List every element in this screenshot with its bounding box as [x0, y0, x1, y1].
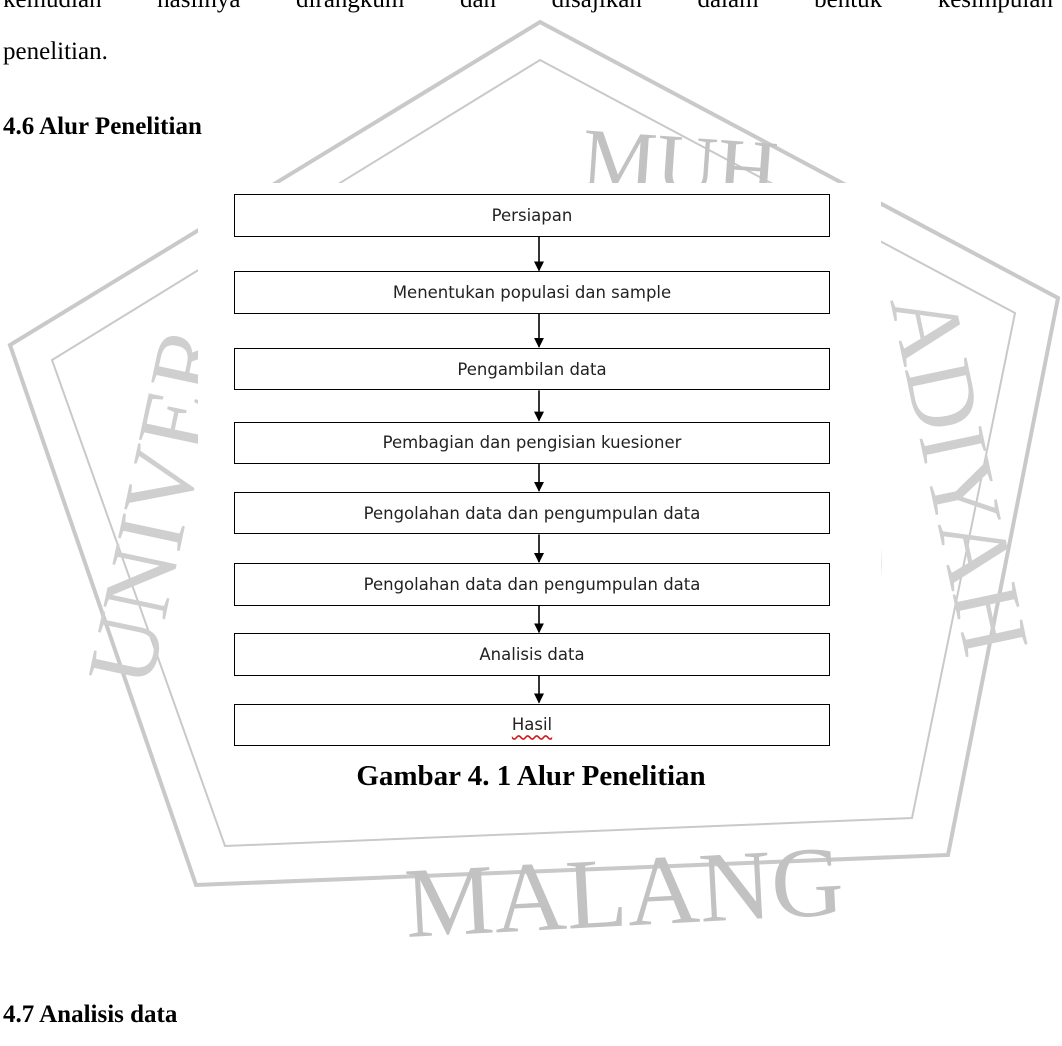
- watermark-text-bottom: MALANG: [402, 825, 846, 959]
- paragraph-continuation: penelitian.: [3, 38, 108, 65]
- flow-step-label: Pengolahan data dan pengumpulan data: [363, 503, 701, 523]
- flow-step-box: Pembagian dan pengisian kuesioner: [234, 421, 830, 465]
- flowchart-arrows: [534, 236, 544, 704]
- word: kemudian: [3, 0, 102, 14]
- flow-step-label: Analisis data: [479, 645, 585, 665]
- word: bentuk: [814, 0, 882, 14]
- flow-step-box: Persiapan: [234, 194, 830, 237]
- section-heading: 4.6 Alur Penelitian: [3, 113, 202, 140]
- flow-step-box: Hasil: [234, 703, 830, 747]
- flow-step-label: Menentukan populasi dan sample: [392, 283, 672, 303]
- word: kesimpulan: [938, 0, 1053, 14]
- next-section-heading: 4.7 Analisis data: [3, 1001, 178, 1028]
- flow-step-box: Pengolahan data dan pengumpulan data: [234, 491, 830, 535]
- word: dan: [460, 0, 496, 14]
- flow-step-box: Menentukan populasi dan sample: [234, 271, 830, 314]
- figure-caption: Gambar 4. 1 Alur Penelitian: [356, 760, 706, 792]
- word: hasilnya: [157, 0, 240, 14]
- flow-step-label: Persiapan: [491, 206, 573, 226]
- flow-step-label: Pembagian dan pengisian kuesioner: [382, 433, 682, 453]
- word: dirangkum: [296, 0, 404, 14]
- word: disajikan: [552, 0, 642, 14]
- flowchart-figure: Persiapan Menentukan populasi dan sample…: [198, 183, 881, 753]
- paragraph-first-line: kemudian hasilnya dirangkum dan disajika…: [3, 0, 1053, 14]
- flow-step-label: Pengambilan data: [457, 359, 607, 379]
- flow-step-box: Analisis data: [234, 633, 830, 676]
- flow-step-box: Pengambilan data: [234, 347, 830, 391]
- flow-step-label: Pengolahan data dan pengumpulan data: [363, 574, 701, 594]
- word: dalam: [697, 0, 758, 14]
- flow-step-label: Hasil: [511, 715, 553, 735]
- flow-step-box: Pengolahan data dan pengumpulan data: [234, 563, 830, 606]
